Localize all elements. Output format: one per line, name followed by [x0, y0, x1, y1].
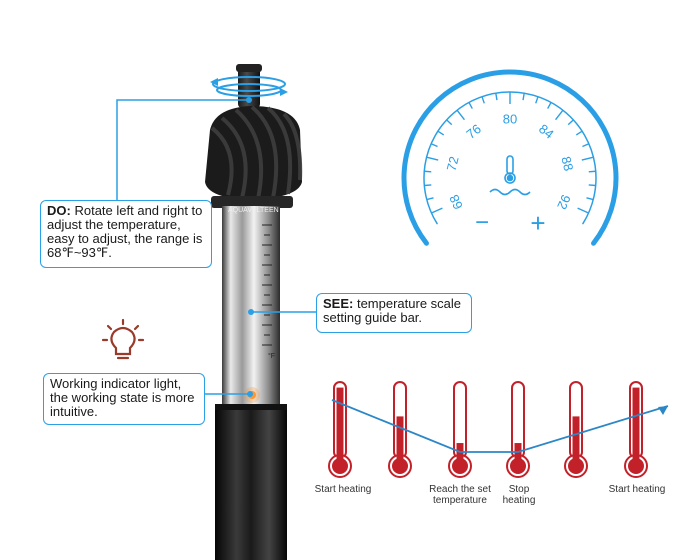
glass-tube	[222, 206, 280, 406]
dial-minus: −	[475, 209, 489, 236]
dial-tick	[430, 143, 438, 148]
dial-inner-ring	[423, 91, 597, 225]
dial-tick-label: 92	[554, 192, 574, 211]
do-callout-title: DO:	[47, 203, 71, 218]
dial-tick-label: 80	[503, 111, 517, 126]
dial-tick	[424, 170, 432, 173]
thermometer-icon	[448, 381, 472, 478]
see-callout: SEE: temperature scale setting guide bar…	[316, 293, 472, 333]
dial-tick-label: 72	[444, 155, 462, 173]
cycle-label-reach-temperature: Reach the set temperature	[429, 484, 491, 506]
dial-plus: +	[530, 208, 545, 238]
cycle-label-start-heating: Start heating	[314, 484, 372, 495]
temperature-trend-line	[331, 399, 669, 453]
do-callout-text: Rotate left and right to adjust the temp…	[47, 203, 203, 260]
trend-arrow-head	[658, 406, 668, 415]
rotation-arrows-icon	[210, 76, 288, 97]
dial-tick	[567, 119, 574, 126]
dial-tick	[522, 93, 525, 101]
dial-tick	[575, 130, 583, 136]
thermometer-icon	[388, 381, 412, 478]
dial-tick	[456, 109, 465, 121]
dial-tick-label: 84	[536, 121, 557, 142]
thermometer-icon	[564, 381, 588, 478]
thermometer-icon	[328, 381, 352, 478]
indicator-callout-text: Working indicator light, the working sta…	[50, 376, 195, 419]
do-leader-line	[116, 99, 249, 200]
indicator-callout: Working indicator light, the working sta…	[43, 373, 205, 425]
cycle-label-stop-heating: Stop heating	[502, 484, 536, 506]
heater-lower-tube	[215, 406, 287, 560]
dial-tick-label: 68	[446, 192, 466, 211]
do-callout: DO: Rotate left and right to adjust the …	[40, 200, 212, 268]
dial-tick	[424, 184, 432, 187]
see-callout-title: SEE:	[323, 296, 354, 311]
dial-tick	[426, 156, 439, 161]
dial-tick	[431, 207, 443, 214]
dial-tick	[535, 96, 539, 104]
dial-tick	[577, 207, 589, 214]
dial-outer-ring	[401, 69, 619, 246]
thermometer-water-icon	[489, 155, 531, 196]
lightbulb-icon	[101, 318, 145, 360]
dial-tick	[437, 130, 445, 136]
dial-tick	[588, 184, 596, 187]
cycle-label-start-heating-2: Start heating	[608, 484, 666, 495]
heater-scale-unit: °F	[268, 352, 275, 360]
thermometer-icon	[506, 381, 530, 478]
dial-tick	[588, 170, 596, 173]
see-callout-text: temperature scale setting guide bar.	[323, 296, 462, 325]
dial-tick	[581, 156, 594, 161]
dial-tick	[446, 119, 453, 126]
dial-tick-label: 88	[558, 155, 576, 173]
dial-tick	[468, 102, 473, 109]
dial-tick	[582, 143, 590, 148]
dial-tick	[426, 197, 434, 201]
heating-cycle-diagram	[328, 381, 669, 478]
dial-tick	[555, 109, 564, 121]
dial-tick-label: 76	[463, 121, 484, 142]
thermometer-icon	[624, 381, 648, 478]
heater-collar	[211, 196, 293, 208]
dial-tick	[547, 102, 552, 109]
dial-tick	[495, 93, 498, 101]
dial-tick	[481, 96, 485, 104]
dial-tick	[586, 197, 594, 201]
heater-brand-text: AQUAVELTEEN	[228, 207, 279, 214]
